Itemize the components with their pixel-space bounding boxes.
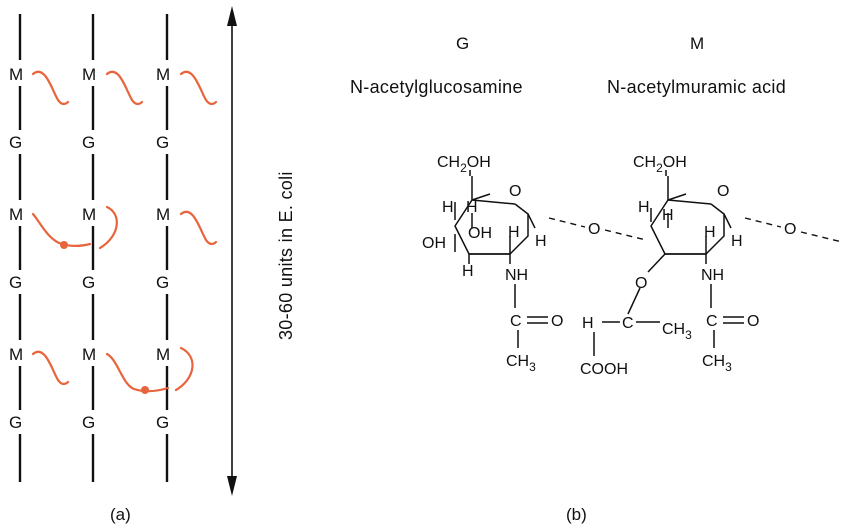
strand3-m3: M [156, 345, 170, 364]
murnac-molecule: CH2OH O H H H H O NH H C CH3 COOH C O CH… [580, 154, 759, 378]
murnac-h2: H [662, 207, 674, 224]
lactyl-cooh: COOH [580, 361, 628, 378]
murnac-ch2oh: CH2OH [633, 154, 687, 175]
panel-a-strands: M G M G M G M G M G M G [9, 6, 296, 524]
murnac-methyl: CH3 [702, 353, 732, 374]
strand1-m2: M [9, 205, 23, 224]
peptide-2-1 [105, 70, 144, 106]
glcnac-ch2oh: CH2OH [437, 154, 491, 175]
glcnac-carbonyl-o: O [551, 313, 563, 330]
glycosidic-bond-1 [548, 217, 586, 228]
strand3-m2: M [156, 205, 170, 224]
peptide-3-1 [179, 70, 218, 106]
strand1-g2: G [9, 273, 22, 292]
strand1-m1: M [9, 65, 23, 84]
strand1-m3: M [9, 345, 23, 364]
strand3-g3: G [156, 413, 169, 432]
glcnac-ring-oxygen: O [509, 183, 521, 200]
glycosidic-bond-4 [800, 231, 843, 243]
strand2-g1: G [82, 133, 95, 152]
glycan-strand-3: M G M G M G [156, 14, 170, 482]
glcnac-molecule: CH2OH O H H OH OH H H H NH C O CH3 [422, 154, 563, 374]
m-letter: M [690, 34, 704, 53]
strand2-m2: M [82, 205, 96, 224]
murnac-h4: H [731, 233, 743, 250]
peptide-3-2 [179, 210, 218, 246]
lactyl-h: H [582, 315, 594, 332]
strand2-m3: M [82, 345, 96, 364]
peptide-2-3-crosslink [105, 352, 170, 393]
glcnac-h5: H [462, 263, 474, 280]
murnac-nh: NH [701, 267, 724, 284]
glycan-strand-1: M G M G M G [9, 14, 23, 482]
glcnac-carbonyl-c: C [510, 313, 522, 330]
glycan-strand-2: M G M G M G [82, 14, 96, 482]
peptide-1-3 [31, 350, 70, 386]
panel-a-caption: (a) [110, 505, 131, 524]
length-label: 30-60 units in E. coli [276, 171, 296, 340]
length-arrow [227, 6, 237, 496]
crosslink-joint-2 [141, 386, 149, 394]
peptide-side-chains [31, 70, 218, 394]
panel-b-structure: G M N-acetylglucosamine N-acetylmuramic … [350, 34, 843, 524]
glycosidic-bond-2 [604, 229, 647, 241]
strand1-g3: G [9, 413, 22, 432]
glcnac-h2: H [466, 199, 478, 216]
murnac-ether-oxygen: O [635, 275, 647, 292]
glycosidic-bond-3 [744, 217, 782, 228]
murnac-carbonyl-o: O [747, 313, 759, 330]
murnac-ring-oxygen: O [717, 183, 729, 200]
peptide-1-1 [31, 70, 70, 106]
peptide-3-3-loop [174, 346, 194, 392]
strand3-g2: G [156, 273, 169, 292]
m-name: N-acetylmuramic acid [607, 77, 786, 97]
strand2-m1: M [82, 65, 96, 84]
glcnac-oh1: OH [422, 235, 446, 252]
glcnac-h1: H [442, 199, 454, 216]
murnac-carbonyl-c: C [706, 313, 718, 330]
g-letter: G [456, 34, 469, 53]
glcnac-oh2: OH [468, 225, 492, 242]
g-name: N-acetylglucosamine [350, 77, 523, 97]
lactyl-c: C [622, 315, 634, 332]
panel-b-caption: (b) [566, 505, 587, 524]
murnac-h3: H [704, 224, 716, 241]
strand2-g3: G [82, 413, 95, 432]
glcnac-methyl: CH3 [506, 353, 536, 374]
glcnac-nh: NH [505, 267, 528, 284]
glcnac-h3: H [508, 224, 520, 241]
strand1-g1: G [9, 133, 22, 152]
murnac-h1: H [638, 199, 650, 216]
strand2-g2: G [82, 273, 95, 292]
glycosidic-oxygen-1: O [588, 221, 600, 238]
lactyl-methyl: CH3 [662, 321, 692, 342]
peptide-2-2-loop [98, 205, 118, 250]
crosslink-joint-1 [60, 241, 68, 249]
strand3-g1: G [156, 133, 169, 152]
glcnac-h4: H [535, 233, 547, 250]
glycosidic-oxygen-2: O [784, 221, 796, 238]
strand3-m1: M [156, 65, 170, 84]
